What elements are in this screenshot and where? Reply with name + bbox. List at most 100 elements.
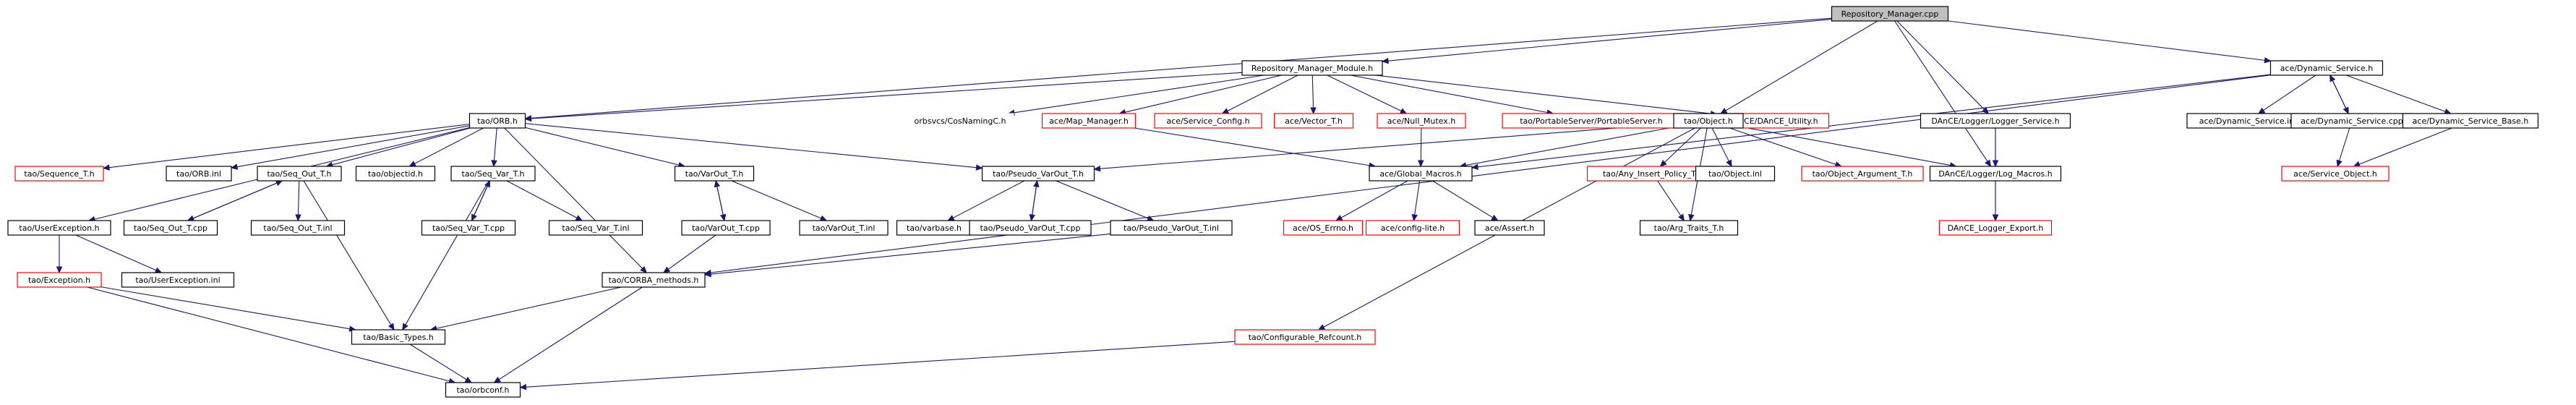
node-box-rmm bbox=[1241, 60, 1383, 76]
node-danceexport[interactable]: DAnCE_Logger_Export.h bbox=[1938, 220, 2053, 236]
node-configlite[interactable]: ace/config-lite.h bbox=[1365, 220, 1460, 236]
node-logmacros[interactable]: DAnCE/Logger/Log_Macros.h bbox=[1929, 166, 2062, 182]
node-seqoutinl[interactable]: tao/Seq_Out_T.inl bbox=[250, 220, 346, 236]
node-box-objectinl bbox=[1695, 166, 1776, 182]
node-box-varoutcpp bbox=[681, 220, 771, 236]
edge-seqvar-to-seqvarinl bbox=[506, 180, 583, 221]
node-label-cosnaming: orbsvcs/CosNamingC.h bbox=[915, 116, 1006, 126]
node-nullmutex[interactable]: ace/Null_Mutex.h bbox=[1377, 113, 1466, 129]
node-danceutil[interactable]: DAnCE/DAnCE_Utility.h bbox=[1716, 113, 1830, 129]
node-box-exception bbox=[17, 272, 102, 288]
node-label-logmacros: DAnCE/Logger/Log_Macros.h bbox=[1938, 169, 2052, 179]
edge-varout-to-varoutinl bbox=[731, 180, 828, 221]
node-label-dsinl: ace/Dynamic_Service.inl bbox=[2199, 116, 2297, 126]
node-box-corbamethods bbox=[602, 272, 706, 288]
node-basictypes[interactable]: tao/Basic_Types.h bbox=[351, 329, 446, 345]
node-orb[interactable]: tao/ORB.h bbox=[468, 113, 526, 129]
node-box-configlite bbox=[1365, 220, 1460, 236]
node-seqvarinl[interactable]: tao/Seq_Var_T.inl bbox=[548, 220, 643, 236]
node-seqvar[interactable]: tao/Seq_Var_T.h bbox=[450, 166, 536, 182]
node-seqT[interactable]: tao/Sequence_T.h bbox=[14, 166, 104, 182]
node-dsbase[interactable]: ace/Dynamic_Service_Base.h bbox=[2402, 113, 2539, 129]
node-label-seqoutinl: tao/Seq_Out_T.inl bbox=[263, 223, 332, 233]
node-label-ds: ace/Dynamic_Service.h bbox=[2280, 64, 2373, 73]
edge-object-to-pseudovarout bbox=[1093, 123, 1674, 172]
node-rmm[interactable]: Repository_Manager_Module.h bbox=[1241, 60, 1383, 76]
node-object[interactable]: tao/Object.h bbox=[1673, 113, 1744, 129]
node-seqout[interactable]: tao/Seq_Out_T.h bbox=[257, 166, 342, 182]
edge-root-to-rmm bbox=[1381, 19, 1832, 64]
node-label-anyinsert: tao/Any_Insert_Policy_T.h bbox=[1603, 169, 1703, 179]
node-varoutinl[interactable]: tao/VarOut_T.inl bbox=[799, 220, 889, 236]
edge-userexc-to-exception bbox=[56, 235, 63, 274]
node-label-seqvarinl: tao/Seq_Var_T.inl bbox=[562, 223, 629, 233]
node-mapmgr[interactable]: ace/Map_Manager.h bbox=[1041, 113, 1137, 129]
node-pseudovarout[interactable]: tao/Pseudo_VarOut_T.h bbox=[981, 166, 1095, 182]
node-svccfg[interactable]: ace/Service_Config.h bbox=[1154, 113, 1262, 129]
edge-seqout-to-seqoutinl bbox=[295, 180, 301, 222]
node-anyinsert[interactable]: tao/Any_Insert_Policy_T.h bbox=[1586, 166, 1719, 182]
node-label-seqT: tao/Sequence_T.h bbox=[24, 169, 94, 179]
node-userexc[interactable]: tao/UserException.h bbox=[7, 220, 111, 236]
node-objarg[interactable]: tao/Object_Argument_T.h bbox=[1801, 166, 1924, 182]
edge-object-to-logmacros bbox=[1742, 127, 1957, 169]
edge-varoutcpp-to-varout bbox=[714, 179, 725, 221]
node-varbase[interactable]: tao/varbase.h bbox=[896, 220, 972, 236]
node-label-userexc: tao/UserException.h bbox=[19, 223, 99, 233]
node-globalmacros[interactable]: ace/Global_Macros.h bbox=[1369, 166, 1473, 182]
node-box-pvocpp bbox=[969, 220, 1092, 236]
node-dscpp[interactable]: ace/Dynamic_Service.cpp bbox=[2290, 113, 2413, 129]
node-configrefcount[interactable]: tao/Configurable_Refcount.h bbox=[1234, 329, 1376, 345]
edge-rmm-to-svccfg bbox=[1221, 74, 1298, 114]
node-box-orbconf bbox=[445, 382, 521, 398]
node-label-danceutil: DAnCE/DAnCE_Utility.h bbox=[1727, 116, 1818, 126]
node-orbinl[interactable]: tao/ORB.inl bbox=[166, 166, 232, 182]
edge-root-to-loggersvc bbox=[1896, 20, 1990, 114]
edge-corbamethods-to-orbconf bbox=[493, 286, 643, 383]
node-label-mapmgr: ace/Map_Manager.h bbox=[1049, 116, 1129, 126]
node-pvocpp[interactable]: tao/Pseudo_VarOut_T.cpp bbox=[969, 220, 1092, 236]
edge-globalmacros-to-configlite bbox=[1411, 180, 1421, 222]
edge-rmm-to-danceutil bbox=[1375, 74, 1718, 117]
node-label-userexcinl: tao/UserException.inl bbox=[135, 276, 220, 285]
node-loggersvc[interactable]: DAnCE/Logger/Logger_Service.h bbox=[1920, 113, 2071, 129]
node-label-assert: ace/Assert.h bbox=[1485, 223, 1534, 233]
edge-seqvarcpp-to-seqvar bbox=[471, 179, 490, 221]
node-dsinl[interactable]: ace/Dynamic_Service.inl bbox=[2186, 113, 2309, 129]
node-varoutcpp[interactable]: tao/VarOut_T.cpp bbox=[681, 220, 771, 236]
node-box-ds bbox=[2269, 60, 2384, 76]
node-varout[interactable]: tao/VarOut_T.h bbox=[674, 166, 755, 182]
node-objectinl[interactable]: tao/Object.inl bbox=[1695, 166, 1776, 182]
node-assert[interactable]: ace/Assert.h bbox=[1474, 220, 1545, 236]
edge-orb-to-seqout bbox=[325, 127, 471, 168]
node-box-varout bbox=[674, 166, 755, 182]
node-corbamethods[interactable]: tao/CORBA_methods.h bbox=[602, 272, 706, 288]
node-argtraits[interactable]: tao/Arg_Traits_T.h bbox=[1639, 220, 1739, 236]
node-label-seqvarcpp: tao/Seq_Var_T.cpp bbox=[432, 223, 505, 233]
edge-seqvar-to-basictypes bbox=[402, 180, 489, 331]
node-objectid[interactable]: tao/objectid.h bbox=[355, 166, 436, 182]
edge-dscpp-to-svcobject bbox=[2336, 127, 2350, 168]
node-cosnaming[interactable]: orbsvcs/CosNamingC.h bbox=[906, 113, 1014, 129]
node-seqvarcpp[interactable]: tao/Seq_Var_T.cpp bbox=[421, 220, 516, 236]
node-box-pseudovarout bbox=[981, 166, 1095, 182]
node-userexcinl[interactable]: tao/UserException.inl bbox=[121, 272, 235, 288]
node-vector[interactable]: ace/Vector_T.h bbox=[1273, 113, 1354, 129]
node-label-nullmutex: ace/Null_Mutex.h bbox=[1387, 116, 1455, 126]
node-label-basictypes: tao/Basic_Types.h bbox=[363, 333, 434, 342]
edge-seqout-to-basictypes bbox=[303, 180, 395, 331]
node-pvoinl[interactable]: tao/Pseudo_VarOut_T.inl bbox=[1110, 220, 1233, 236]
node-ds[interactable]: ace/Dynamic_Service.h bbox=[2269, 60, 2384, 76]
edge-orb-to-seqvar bbox=[491, 127, 497, 168]
edge-anyinsert-to-argtraits bbox=[1657, 180, 1685, 222]
node-oserrno[interactable]: ace/OS_Errno.h bbox=[1283, 220, 1364, 236]
node-portableserver[interactable]: tao/PortableServer/PortableServer.h bbox=[1502, 113, 1681, 129]
node-box-seqvar bbox=[450, 166, 536, 182]
node-seqoutcpp[interactable]: tao/Seq_Out_T.cpp bbox=[123, 220, 218, 236]
edge-orb-to-pseudovarout bbox=[525, 123, 983, 171]
node-label-orb: tao/ORB.h bbox=[477, 116, 518, 126]
node-label-objarg: tao/Object_Argument_T.h bbox=[1813, 169, 1913, 179]
node-svcobject[interactable]: ace/Service_Object.h bbox=[2281, 166, 2389, 182]
node-exception[interactable]: tao/Exception.h bbox=[17, 272, 102, 288]
node-orbconf[interactable]: tao/orbconf.h bbox=[445, 382, 521, 398]
